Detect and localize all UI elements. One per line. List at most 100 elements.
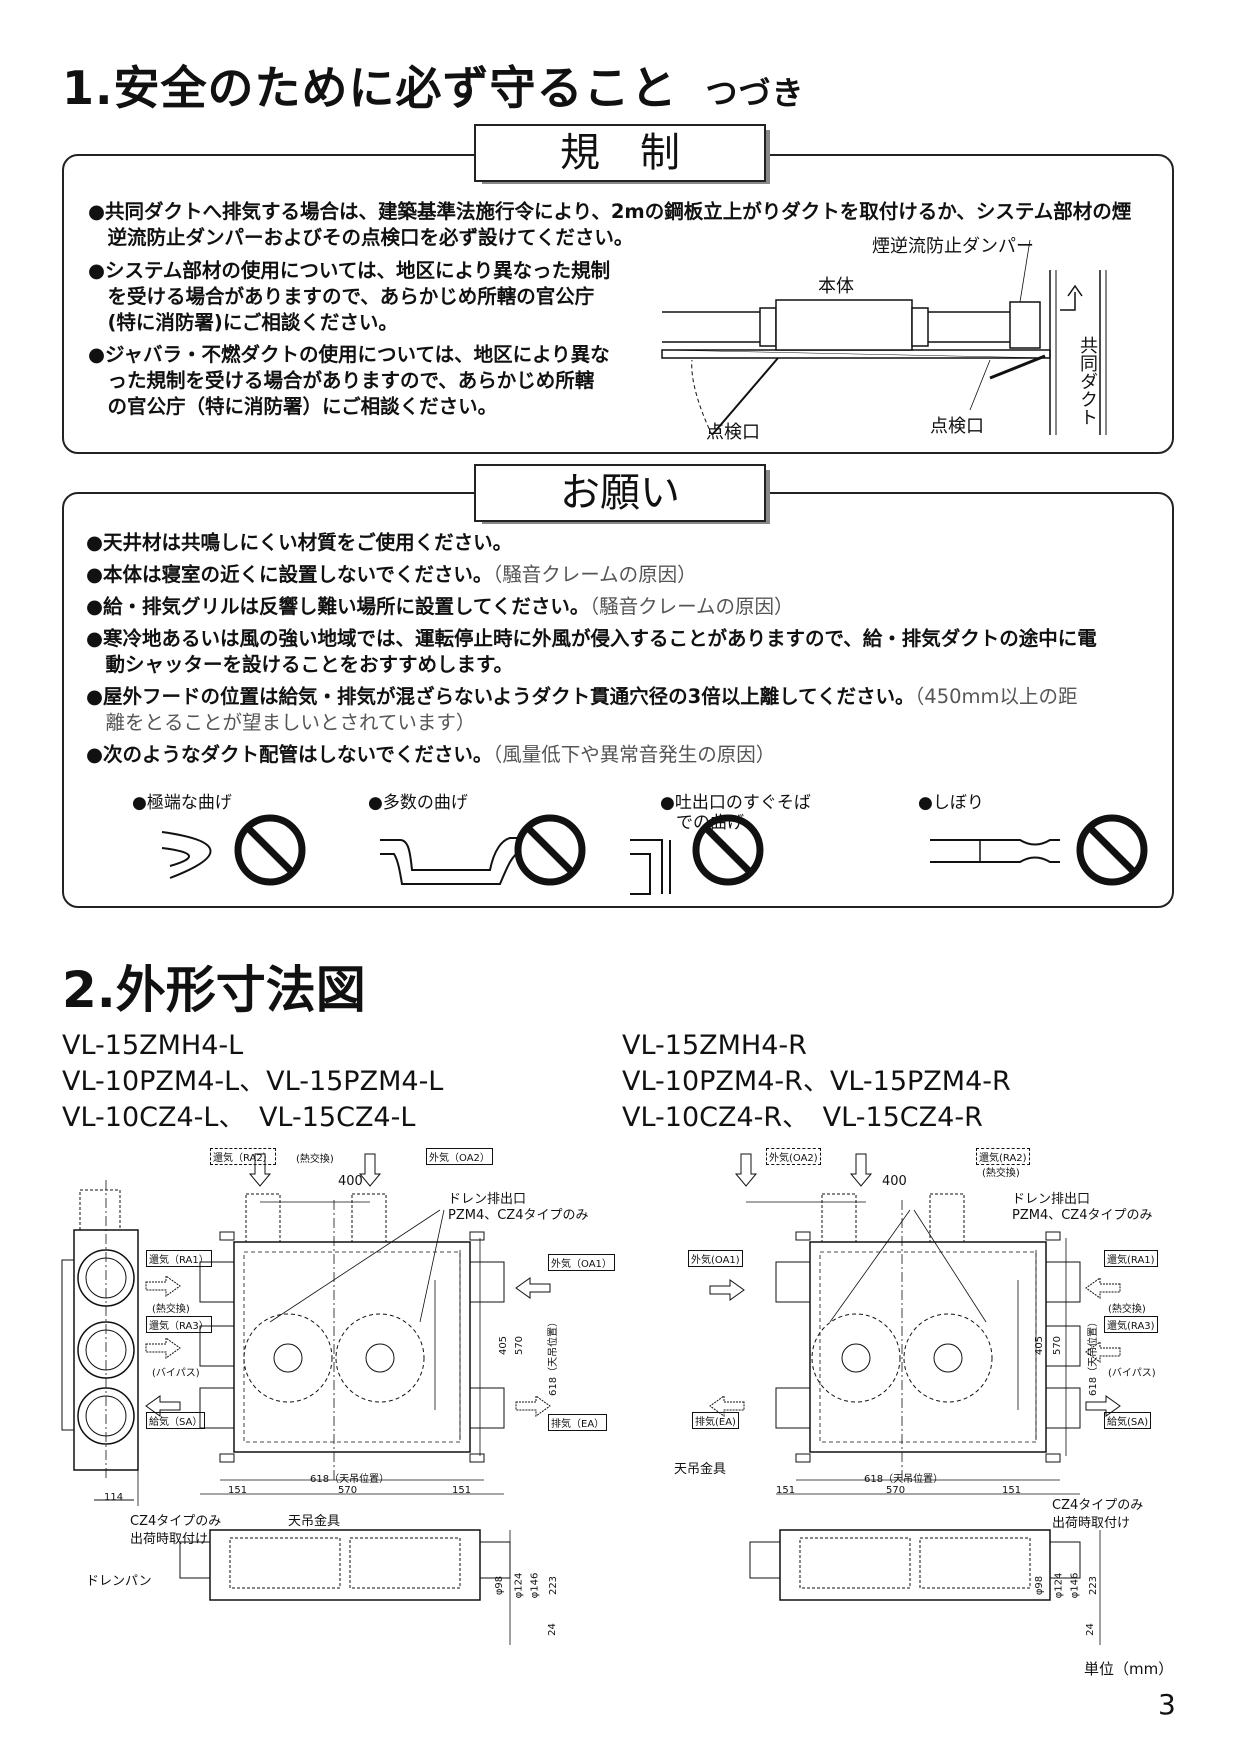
prohibited-icon	[1076, 814, 1148, 886]
plan-view	[145, 1153, 551, 1495]
request-item: ●本体は寝室の近くに設置しないでください。（騒音クレームの原因）	[86, 563, 697, 586]
bottom-view	[749, 1529, 1101, 1645]
request-tab: お願い	[474, 464, 766, 522]
right-dim-146: φ146	[1069, 1572, 1081, 1599]
side-view	[61, 1180, 139, 1506]
right-ea-label: 排気(EA)	[692, 1412, 739, 1429]
left-ea-label: 排気（EA）	[548, 1414, 608, 1431]
left-dim-618v: 618（天吊位置）	[548, 1316, 559, 1396]
shared-duct-diagram	[661, 239, 1107, 436]
right-ra3-label: 還気(RA3)	[1104, 1316, 1158, 1333]
right-drain-types-label: PZM4、CZ4タイプのみ	[1012, 1208, 1153, 1223]
piping-examples-illustration	[161, 814, 1148, 895]
right-oa1-label: 外気(OA1)	[688, 1250, 743, 1267]
left-dim-400: 400	[338, 1174, 363, 1189]
left-drain-types-label: PZM4、CZ4タイプのみ	[448, 1208, 589, 1223]
regulation-bullet-2: ●システム部材の使用については、地区により異なった規制 を受ける場合がありますの…	[88, 258, 610, 336]
left-hanger-label: 天吊金具	[288, 1514, 341, 1529]
request-item: ●屋外フードの位置は給気・排気が混ざらないようダクト貫通穴径の3倍以上離してくだ…	[86, 685, 1078, 708]
left-top-a-label: 還気（RA2）	[210, 1148, 276, 1165]
right-dimension-drawing	[709, 1153, 1121, 1645]
example-many-bends-label: ●多数の曲げ	[368, 793, 468, 813]
section-1-heading: 1.安全のために必ず守ること	[62, 61, 678, 115]
left-cz-label-2: 出荷時取付け	[130, 1532, 209, 1547]
left-drain-label: ドレン排出口	[448, 1192, 527, 1207]
right-dim-98: φ98	[1034, 1575, 1046, 1596]
left-dim-405: 405	[498, 1335, 510, 1356]
request-item: ●寒冷地あるいは風の強い地域では、運転停止時に外風が侵入することがありますので、…	[86, 627, 1097, 650]
right-dim-151b: 151	[1002, 1485, 1022, 1496]
left-sa-label: 給気（SA）	[146, 1412, 206, 1429]
right-dim-618h: 618（天吊位置）	[864, 1474, 944, 1485]
right-cz-label-2: 出荷時取付け	[1052, 1516, 1131, 1531]
regulation-bullet-1: ●共同ダクトへ排気する場合は、建築基準法施行令により、2mの鋼板立上がりダクトを…	[88, 199, 1131, 251]
prohibited-icon	[234, 814, 306, 886]
right-ra1b-label: (熱交換)	[1108, 1304, 1146, 1315]
right-top-b-label: 還気(RA2)	[976, 1148, 1030, 1165]
regulation-tab: 規 制	[474, 124, 766, 182]
right-top-a-label: 外気(OA2)	[766, 1148, 821, 1165]
request-item: 離をとることが望ましいとされています）	[86, 711, 476, 734]
left-dim-146: φ146	[529, 1572, 541, 1599]
left-dim-24: 24	[546, 1623, 558, 1636]
left-dim-618h: 618（天吊位置）	[310, 1474, 390, 1485]
prohibited-icon	[692, 814, 764, 886]
right-ra1-label: 還気(RA1)	[1104, 1250, 1158, 1267]
left-dim-124: φ124	[513, 1572, 525, 1599]
model-name: VL-10CZ4-R、 VL-15CZ4-R	[622, 1102, 983, 1133]
right-sa-label: 給気(SA)	[1104, 1412, 1152, 1429]
right-model-list: VL-15ZMH4-R VL-10PZM4-R、VL-15PZM4-R VL-1…	[622, 1028, 1011, 1136]
prohibited-icon	[514, 814, 586, 886]
unit-body-shape	[775, 299, 913, 351]
regulation-line: の官公庁（特に消防署）にご相談ください。	[88, 395, 498, 418]
right-dim-124: φ124	[1053, 1572, 1065, 1599]
left-top-a2-label: (熱交換)	[296, 1154, 334, 1165]
right-hanger-label: 天吊金具	[674, 1462, 727, 1477]
left-ra3-label: 還気（RA3）	[146, 1316, 212, 1333]
regulation-line: ●共同ダクトへ排気する場合は、建築基準法施行令により、2mの鋼板立上がりダクトを…	[88, 200, 1132, 223]
left-dim-151b: 151	[452, 1485, 472, 1496]
request-list: ●天井材は共鳴しにくい材質をご使用ください。 ●本体は寝室の近くに設置しないでく…	[86, 530, 1097, 774]
left-model-list: VL-15ZMH4-L VL-10PZM4-L、VL-15PZM4-L VL-1…	[62, 1028, 443, 1136]
right-dim-405: 405	[1034, 1335, 1046, 1356]
example-extreme-bend-label: ●極端な曲げ	[132, 793, 232, 813]
damper-shape	[1009, 301, 1041, 349]
model-name: VL-10PZM4-L、VL-15PZM4-L	[62, 1066, 444, 1097]
left-dim-151a: 151	[228, 1485, 248, 1496]
left-dim-570v: 570	[514, 1335, 526, 1356]
left-dim-570h: 570	[338, 1485, 358, 1496]
regulation-line: (特に消防署)にご相談ください。	[88, 311, 398, 334]
section-1-subtitle: つづき	[705, 74, 805, 112]
request-item: ●天井材は共鳴しにくい材質をご使用ください。	[86, 531, 513, 554]
right-ra3b-label: (バイパス)	[1108, 1368, 1156, 1379]
regulation-line: 逆流防止ダンパーおよびその点検口を必ず設けてください。	[88, 226, 634, 249]
bottom-view	[179, 1529, 511, 1645]
inspection-port-label-left: 点検口	[706, 422, 760, 443]
shared-duct-label: 共同ダクト	[1077, 336, 1098, 426]
model-name: VL-15ZMH4-L	[62, 1030, 244, 1061]
left-oa1-label: 外気（OA1）	[548, 1254, 615, 1271]
request-item: ●次のようなダクト配管はしないでください。（風量低下や異常音発生の原因）	[86, 743, 776, 766]
regulation-line: ●システム部材の使用については、地区により異なった規制	[88, 259, 611, 282]
left-drainpan-label: ドレンパン	[86, 1574, 152, 1589]
right-drain-label: ドレン排出口	[1012, 1192, 1091, 1207]
unit-body-label: 本体	[818, 276, 854, 297]
right-dim-223: 223	[1088, 1575, 1100, 1596]
example-outlet-bend-label: ●吐出口のすぐそば	[660, 793, 811, 813]
unit-note: 単位（mm）	[1084, 1660, 1174, 1678]
right-dim-570h: 570	[886, 1485, 906, 1496]
model-name: VL-10CZ4-L、 VL-15CZ4-L	[62, 1102, 416, 1133]
right-dim-24: 24	[1084, 1623, 1096, 1636]
right-dim-570v: 570	[1052, 1335, 1064, 1356]
left-dim-223: 223	[548, 1575, 560, 1596]
left-dim-114: 114	[104, 1492, 124, 1503]
plan-view	[709, 1153, 1121, 1495]
right-dim-400: 400	[882, 1174, 907, 1189]
page-number: 3	[1158, 1688, 1176, 1721]
regulation-bullet-3: ●ジャバラ・不燃ダクトの使用については、地区により異な った規制を受ける場合があ…	[88, 342, 610, 420]
right-cz-label-1: CZ4タイプのみ	[1052, 1498, 1144, 1513]
inspection-port-label-right: 点検口	[930, 416, 984, 437]
regulation-line: ●ジャバラ・不燃ダクトの使用については、地区により異な	[88, 343, 610, 366]
left-dimension-drawing	[61, 1153, 551, 1645]
section-1-title: 1.安全のために必ず守ることつづき	[62, 52, 805, 118]
